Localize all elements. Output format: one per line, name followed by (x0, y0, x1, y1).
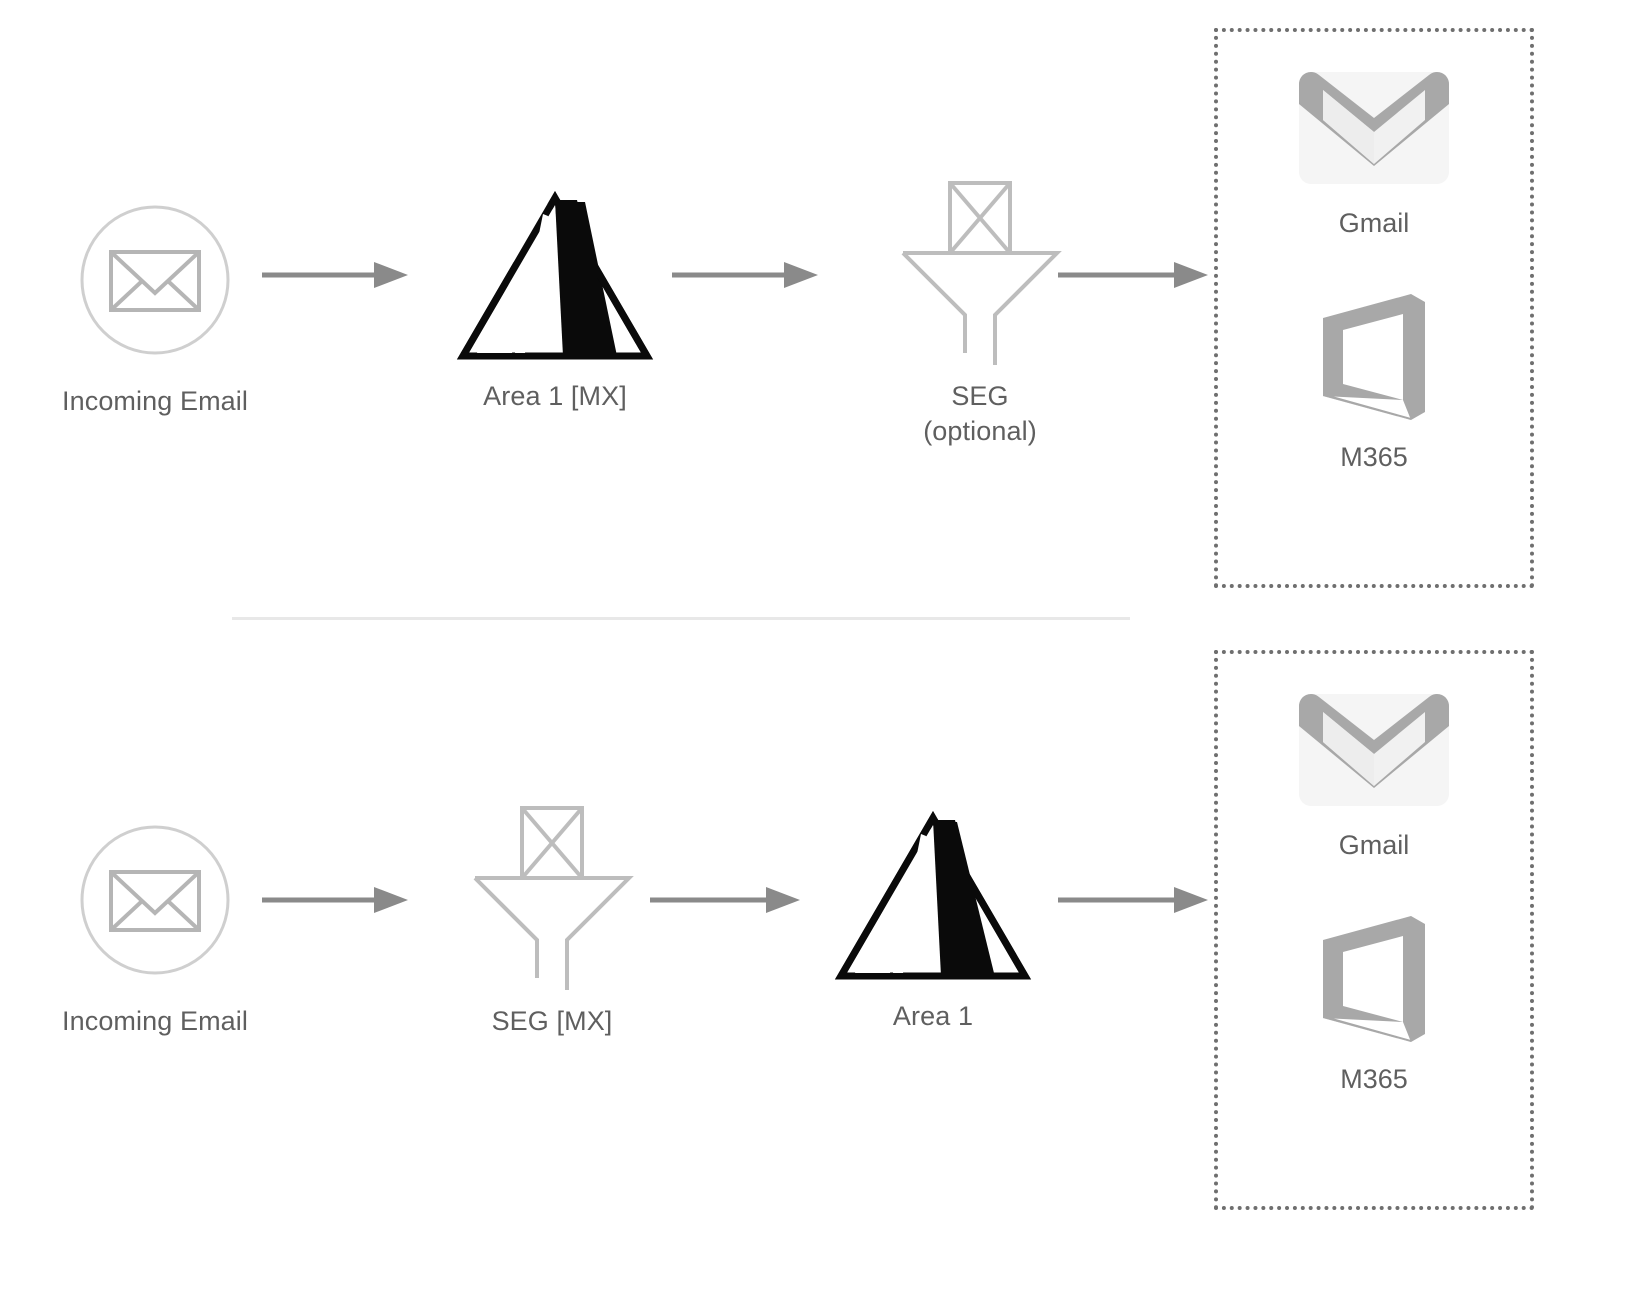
gmail-logo (1295, 68, 1453, 188)
m365-logo (1315, 292, 1433, 422)
envelope-circle-icon (65, 810, 245, 990)
seg-funnel-icon (467, 800, 637, 990)
arrow-seg-to-area1-row2 (650, 885, 802, 915)
node-label: Incoming Email (62, 1006, 248, 1036)
seg-funnel-icon (895, 175, 1065, 365)
node-area1-mx-row1: Area 1 [MX] (440, 190, 670, 414)
destination-label: Gmail (1338, 208, 1410, 238)
arrow-seg-to-destinations-row1 (1058, 260, 1210, 290)
arrow-incoming-to-area1-row1 (262, 260, 410, 290)
node-label: SEG (optional) (923, 381, 1037, 446)
destination-m365-row2: M365 (1315, 914, 1433, 1096)
destinations-box-row1: Gmail M365 (1214, 28, 1534, 588)
node-seg-mx-row2: SEG [MX] (452, 800, 652, 1039)
envelope-circle-icon (65, 190, 245, 370)
destination-gmail-row2: Gmail (1295, 690, 1453, 862)
node-label: Area 1 (892, 1001, 974, 1031)
node-seg-optional-row1: SEG (optional) (880, 175, 1080, 449)
arrow-incoming-to-seg-row2 (262, 885, 410, 915)
node-label: SEG [MX] (491, 1006, 613, 1036)
destination-label: M365 (1340, 442, 1408, 472)
arrow-area1-to-destinations-row2 (1058, 885, 1210, 915)
destination-label: Gmail (1338, 830, 1410, 860)
area1-triangle-logo (455, 190, 655, 365)
node-label: Area 1 [MX] (483, 381, 627, 411)
destination-label: M365 (1340, 1064, 1408, 1094)
gmail-logo (1295, 690, 1453, 810)
node-incoming-email-row1: Incoming Email (45, 190, 265, 419)
node-label: Incoming Email (62, 386, 248, 416)
arrow-area1-to-seg-row1 (672, 260, 820, 290)
destination-gmail-row1: Gmail (1295, 68, 1453, 240)
m365-logo (1315, 914, 1433, 1044)
area1-triangle-logo (833, 810, 1033, 985)
destinations-box-row2: Gmail M365 (1214, 650, 1534, 1210)
node-incoming-email-row2: Incoming Email (45, 810, 265, 1039)
section-divider (232, 617, 1130, 620)
destination-m365-row1: M365 (1315, 292, 1433, 474)
node-area1-row2: Area 1 (818, 810, 1048, 1034)
